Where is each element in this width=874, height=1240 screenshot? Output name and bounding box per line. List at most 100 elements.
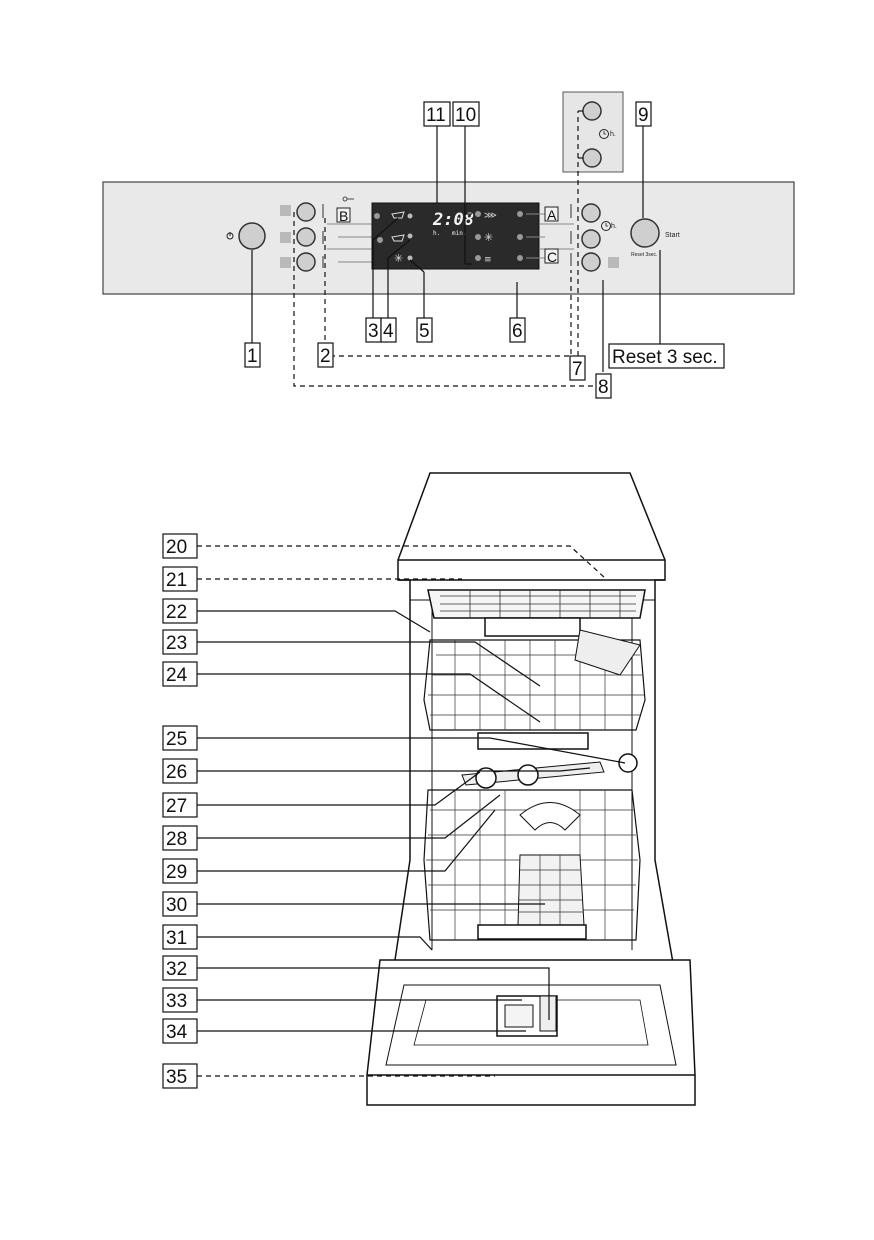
display-indicators	[374, 211, 523, 261]
lower-basket	[423, 789, 641, 941]
svg-text:21: 21	[166, 570, 187, 591]
callout-5: 5	[416, 317, 433, 343]
svg-text:24: 24	[166, 665, 188, 686]
svg-text:2: 2	[320, 346, 331, 367]
program-button[interactable]	[296, 227, 316, 247]
callout-6: 6	[509, 317, 526, 343]
indicator-square	[280, 232, 291, 243]
clock-icon	[601, 221, 611, 231]
program-label-a-box	[544, 206, 559, 222]
svg-text:≡: ≡	[484, 255, 492, 265]
control-panel: h. B	[102, 91, 795, 399]
dishwasher	[366, 472, 696, 1106]
svg-text:33: 33	[166, 991, 187, 1012]
callout-1: 1	[244, 342, 261, 368]
service-icon: ✳	[394, 252, 403, 265]
key-icon	[342, 196, 354, 202]
top-worktop	[397, 472, 666, 581]
timer-unit: h.	[611, 223, 617, 230]
svg-text:35: 35	[166, 1067, 187, 1088]
svg-text:9: 9	[638, 105, 649, 126]
svg-text:28: 28	[166, 829, 187, 850]
svg-text:31: 31	[166, 928, 187, 949]
svg-text:⋙: ⋙	[484, 211, 497, 221]
callout-4: 4	[380, 317, 397, 343]
drawer-handle	[484, 617, 581, 637]
callout-27: 27	[162, 792, 198, 818]
callout-9: 9	[635, 101, 652, 127]
svg-text:3: 3	[368, 321, 379, 342]
svg-text:32: 32	[166, 959, 187, 980]
display-h: h.	[433, 230, 440, 237]
svg-text:20: 20	[166, 537, 187, 558]
svg-text:5: 5	[419, 321, 430, 342]
indicator-square	[280, 257, 291, 268]
svg-text:23: 23	[166, 633, 187, 654]
cutlery-basket	[517, 854, 585, 926]
program-strip-right	[526, 204, 574, 266]
program-icons: ⋙ ✳ ≡	[484, 211, 497, 265]
program-label-c: C	[547, 249, 557, 265]
callout-21: 21	[162, 566, 198, 592]
callout-29: 29	[162, 858, 198, 884]
lower-basket-handle	[477, 924, 587, 940]
callout-31: 31	[162, 924, 198, 950]
svg-text:8: 8	[598, 377, 609, 398]
program-button-b[interactable]	[296, 202, 316, 222]
program-button-a[interactable]	[581, 203, 601, 223]
power-icon	[226, 232, 234, 240]
callout-reset: Reset 3 sec.	[608, 343, 725, 369]
callout-11: 11	[423, 101, 451, 127]
svg-text:7: 7	[572, 359, 583, 380]
appliance-dashed-lines	[197, 545, 606, 1077]
panel-dashed-lines	[293, 110, 593, 387]
inset-button-top	[582, 101, 602, 121]
upper-spray-arm	[477, 732, 589, 750]
inset-clock-icon	[599, 129, 609, 139]
display-min: min.	[452, 230, 466, 237]
appliance-callouts: 20 21 22 23 24 25 26 27 28 29 30 31 32 3…	[162, 533, 198, 1089]
svg-text:4: 4	[383, 321, 394, 342]
svg-text:10: 10	[455, 105, 476, 126]
svg-text:26: 26	[166, 762, 187, 783]
program-strip-left	[322, 204, 372, 268]
callout-33: 33	[162, 987, 198, 1013]
callout-8: 8	[595, 373, 612, 399]
upper-basket	[423, 639, 646, 731]
program-button[interactable]	[296, 252, 316, 272]
program-label-b: B	[339, 208, 348, 224]
display-time: 2:08	[432, 210, 474, 230]
start-button[interactable]	[630, 218, 660, 248]
callout-2: 2	[317, 342, 334, 368]
side-indicator	[618, 753, 638, 773]
svg-text:1: 1	[247, 346, 258, 367]
svg-text:6: 6	[512, 321, 523, 342]
callout-25: 25	[162, 725, 198, 751]
indicator-square	[280, 205, 291, 216]
program-button-c[interactable]	[581, 252, 601, 272]
svg-text:30: 30	[166, 895, 187, 916]
callout-26: 26	[162, 758, 198, 784]
callout-10: 10	[452, 101, 480, 127]
svg-text:27: 27	[166, 796, 187, 817]
inset-timer-unit: h.	[610, 131, 616, 138]
program-label-a: A	[547, 207, 557, 223]
callout-24: 24	[162, 661, 198, 687]
callout-34: 34	[162, 1018, 198, 1044]
program-label-c-box	[544, 248, 559, 264]
svg-text:✳: ✳	[394, 252, 403, 265]
rinse-aid-icon	[391, 211, 405, 219]
appliance-leader-lines	[197, 610, 626, 1032]
callout-28: 28	[162, 825, 198, 851]
callout-35: 35	[162, 1063, 198, 1089]
callout-7: 7	[569, 355, 586, 381]
timer-button[interactable]	[581, 229, 601, 249]
main-switch-button[interactable]	[238, 222, 266, 250]
callout-3: 3	[365, 317, 382, 343]
svg-text:25: 25	[166, 729, 187, 750]
callout-22: 22	[162, 598, 198, 624]
svg-text:✳: ✳	[484, 231, 493, 244]
callout-32: 32	[162, 955, 198, 981]
start-label: Start	[665, 232, 680, 239]
